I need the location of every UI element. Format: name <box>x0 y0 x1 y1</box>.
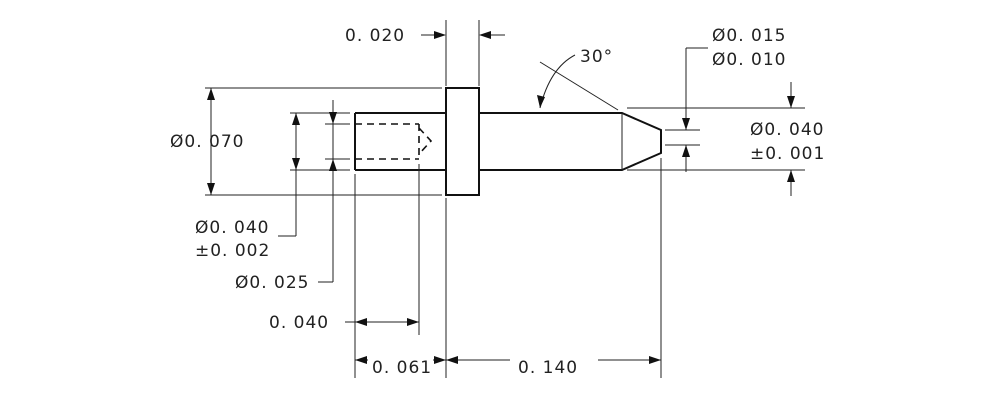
part-outline <box>354 87 662 196</box>
pin-body <box>479 112 662 171</box>
pin-length-label: 0. 140 <box>518 358 578 378</box>
flange-thickness-label: 0. 020 <box>345 26 405 46</box>
dimension-lines <box>207 31 795 364</box>
chamfer-angle-label: 30° <box>580 47 613 67</box>
flange-diameter-label: Ø0. 070 <box>170 132 244 152</box>
pin-tolerance-label: ±0. 001 <box>750 144 825 164</box>
dimension-labels: 0. 020 30° Ø0. 015 Ø0. 010 Ø0. 070 Ø0. 0… <box>170 26 825 378</box>
extension-lines <box>205 20 805 378</box>
bore-diameter-label: Ø0. 025 <box>235 273 309 293</box>
bore-depth-label: 0. 040 <box>269 313 329 333</box>
tail-length-label: 0. 061 <box>372 358 432 378</box>
tip-diameter-min-label: Ø0. 010 <box>712 50 786 70</box>
tail-tolerance-label: ±0. 002 <box>195 241 270 261</box>
tail-diameter-label: Ø0. 040 <box>195 218 269 238</box>
tail-body <box>354 112 446 171</box>
tip-diameter-max-label: Ø0. 015 <box>712 26 786 46</box>
hidden-bore <box>355 123 433 160</box>
flange <box>445 87 480 196</box>
pin-diameter-label: Ø0. 040 <box>750 120 824 140</box>
